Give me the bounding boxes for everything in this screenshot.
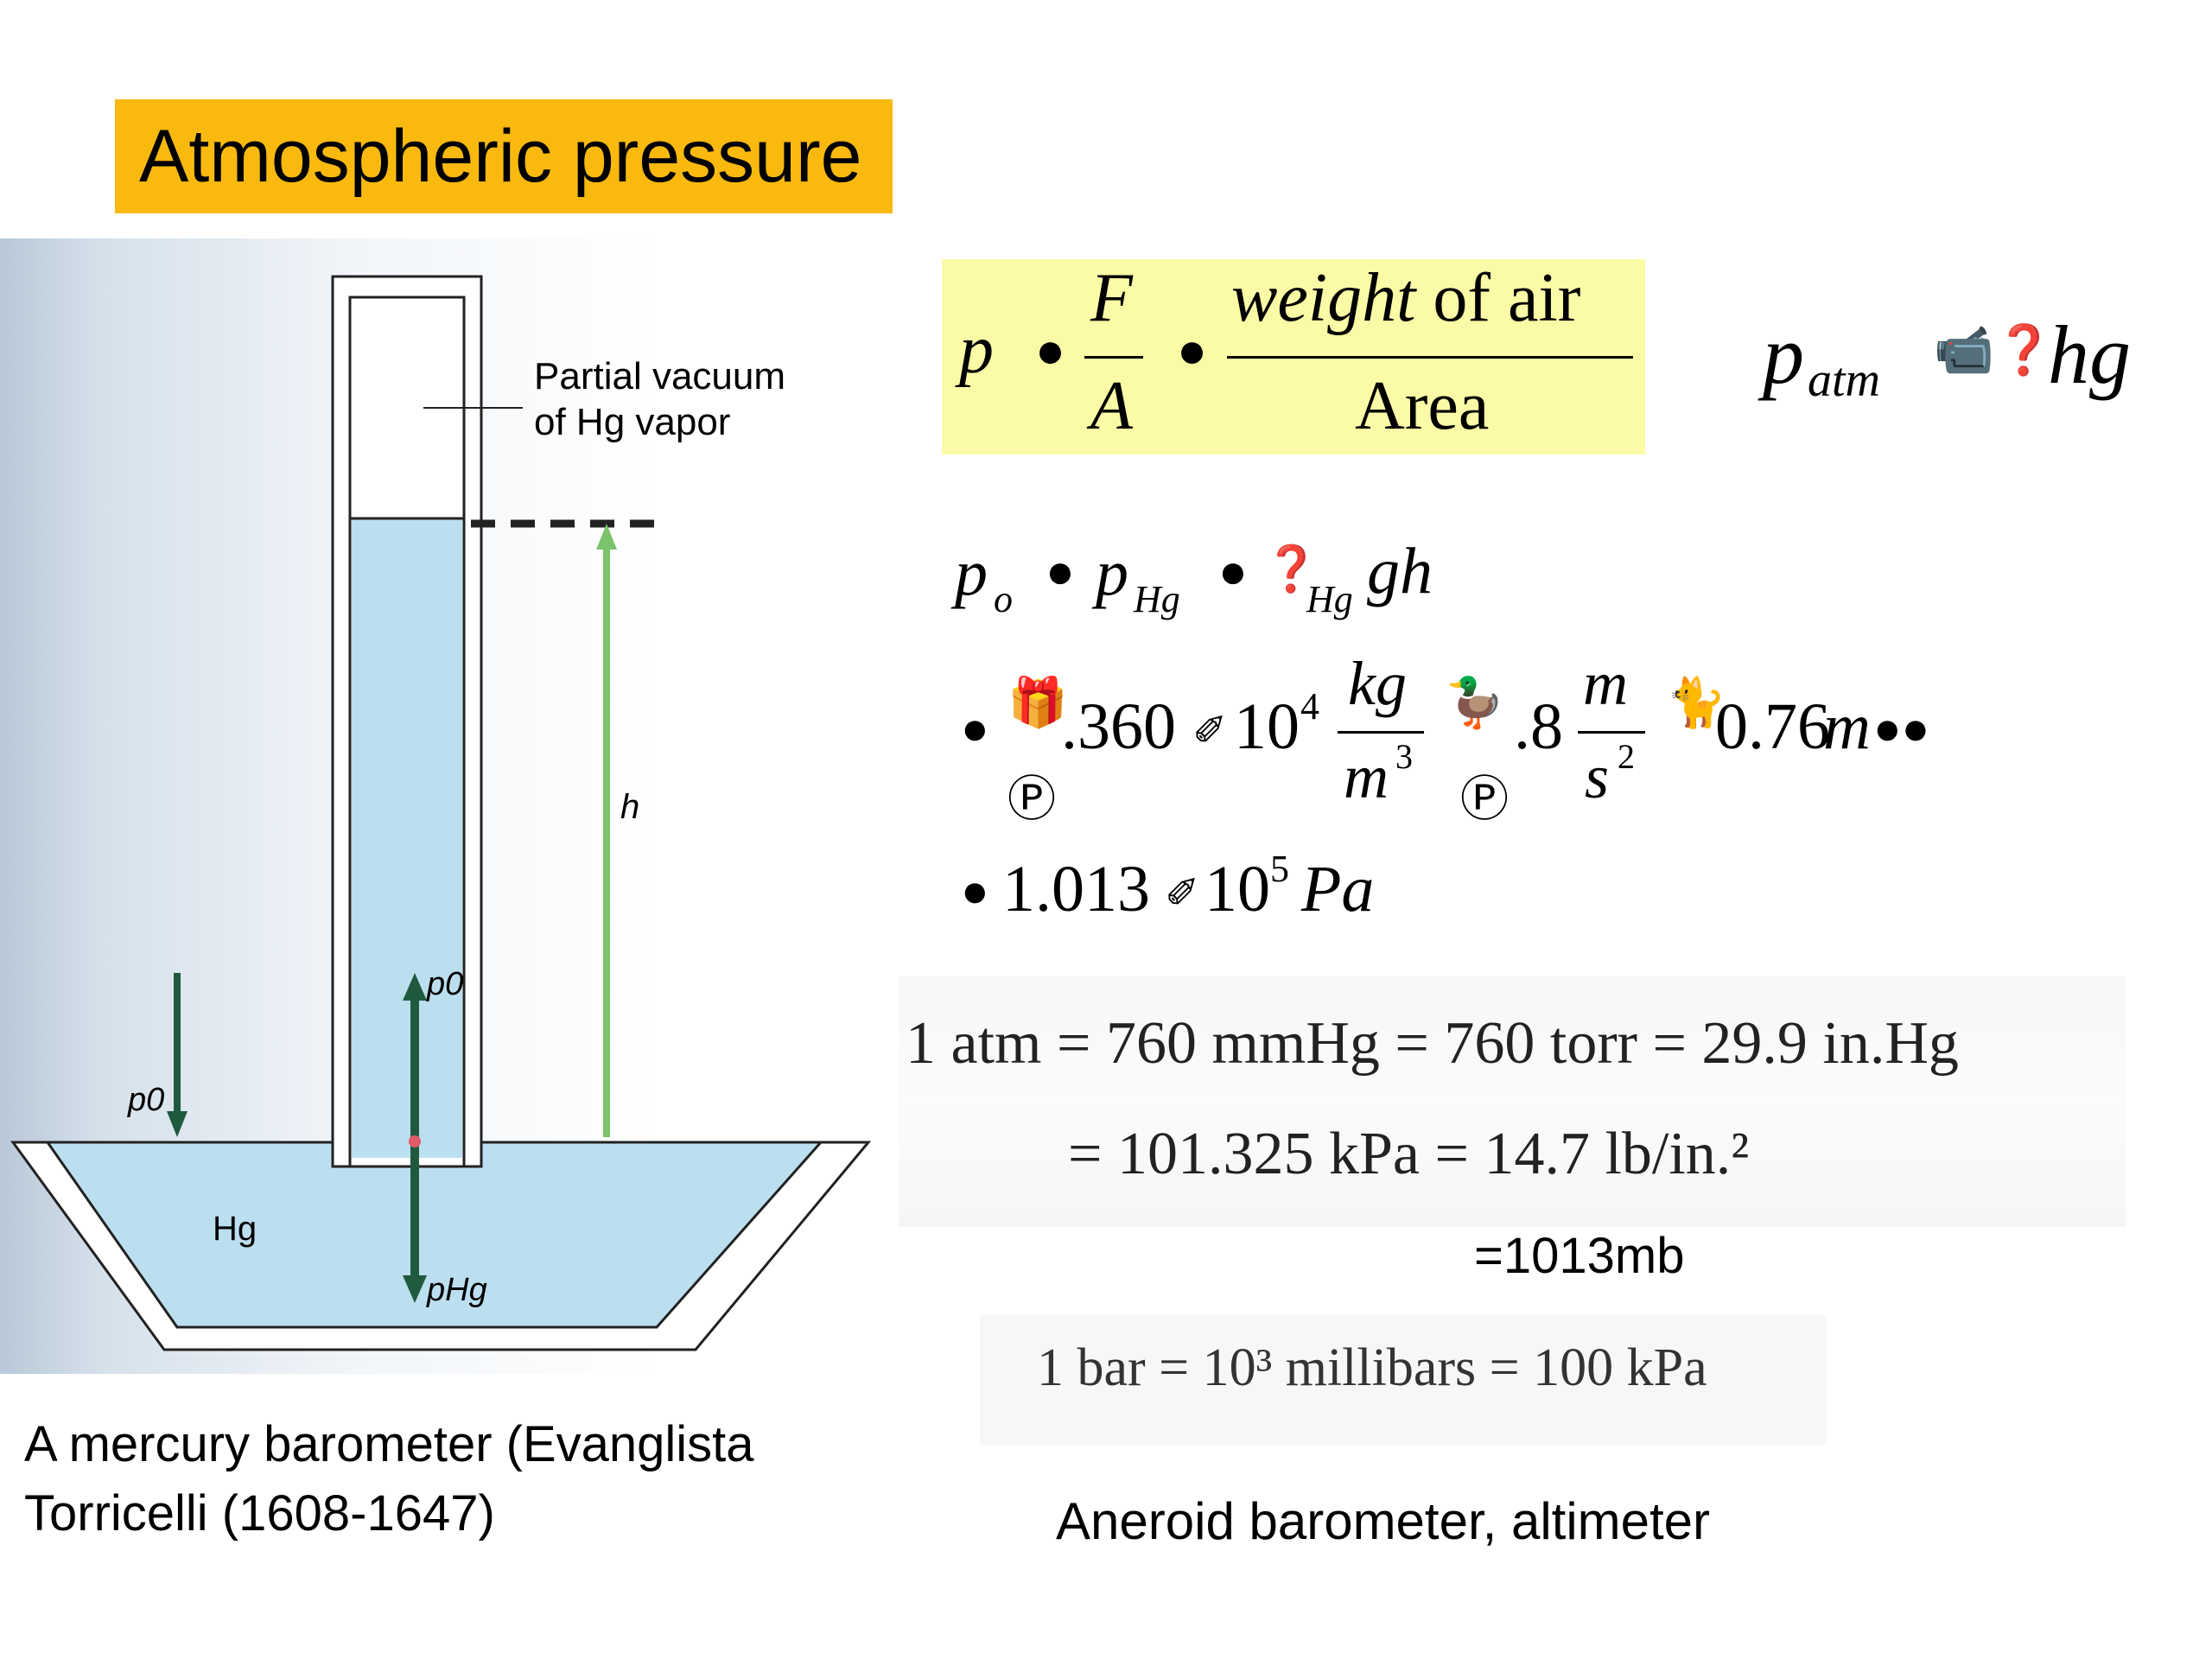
eq1-A: A <box>1090 368 1133 444</box>
eq3-exp2: 2 <box>1618 737 1635 776</box>
eq3-times: ✐ <box>1192 709 1228 754</box>
eq3-exp4: 4 <box>1300 685 1319 728</box>
eq3-m3: m <box>1823 690 1871 763</box>
eq3-m2: m <box>1583 649 1628 718</box>
vacuum-label-line1: Partial vacuum <box>534 355 786 397</box>
eq3-s: s <box>1585 742 1610 811</box>
aneroid-caption: Aneroid barometer, altimeter <box>1056 1492 1711 1550</box>
eq3-circle-p1: Ⓟ <box>1007 772 1056 826</box>
eq2-p2: p <box>1096 537 1128 609</box>
eq2-sym2: ● <box>1218 543 1248 598</box>
patm-p: p <box>1763 308 1804 401</box>
figure-caption-line2: Torricelli (1608-1647) <box>24 1485 495 1541</box>
bar-conversion-box <box>980 1315 1827 1445</box>
eq2-p: p <box>955 537 988 609</box>
p0-tube-label: p0 <box>427 966 464 1002</box>
eq1-sym2: ● <box>1177 322 1208 378</box>
patm-rhs: hg <box>2048 308 2131 401</box>
eq4-ten: 10 <box>1205 853 1270 925</box>
dish-mercury <box>45 1141 824 1329</box>
eq3-kg: kg <box>1348 649 1407 718</box>
slide-title: Atmospheric pressure <box>139 114 862 198</box>
eq4-unit: Pa <box>1301 853 1375 925</box>
eq1-den-area: Area <box>1355 368 1490 444</box>
eq3-exp3: 3 <box>1395 737 1413 776</box>
eq3-n1: .360 <box>1061 690 1176 763</box>
eq3-circle-p2: Ⓟ <box>1460 772 1509 826</box>
eq3-frac2-bar <box>1578 731 1645 734</box>
eq3-frac1-bar <box>1338 731 1424 734</box>
conversion-line1: 1 atm = 760 mmHg = 760 torr = 29.9 in.Hg <box>906 1010 1959 1077</box>
conversion-table <box>899 976 2126 1227</box>
eq4-times: ✐ <box>1165 871 1200 917</box>
vacuum-label-line2: of Hg vapor <box>534 401 731 443</box>
eq1-sym1: ● <box>1035 322 1066 378</box>
eq3-m: m <box>1344 742 1389 811</box>
p0-dish-label: p0 <box>128 1082 165 1118</box>
eq4-n: 1.013 <box>1002 853 1150 925</box>
barometer-figure: Partial vacuum of Hg vapor h p0 p0 pHg H… <box>0 238 883 1374</box>
hg-label: Hg <box>213 1210 257 1248</box>
eq1-fraction2-bar <box>1227 356 1633 359</box>
h-label: h <box>620 788 640 826</box>
eq2-sym1: ● <box>1046 543 1075 598</box>
eq1-numerator: weight of air <box>1231 259 1580 338</box>
eq3-lead: ● <box>961 702 989 754</box>
eq3-n3: 0.76 <box>1715 690 1830 763</box>
eq3-ten: 10 <box>1234 690 1300 763</box>
figure-caption-line1: A mercury barometer (Evanglista <box>24 1416 754 1472</box>
mercury-column <box>352 518 462 1158</box>
junction-dot <box>409 1135 421 1147</box>
eq3-glyph2: 🦆 <box>1445 675 1505 729</box>
eq2-glyph: ❓ <box>1263 544 1319 594</box>
patm-sub: atm <box>1808 353 1880 407</box>
eq3-glyph3: 🐈 <box>1666 675 1726 729</box>
eq1-num-weight: weight <box>1231 260 1416 336</box>
patm-glyphs: 📹❓ <box>1934 322 2055 377</box>
barometer-diagram <box>10 275 872 1351</box>
bar-conversion: 1 bar = 10³ millibars = 100 kPa <box>1037 1338 1707 1397</box>
eq1-fraction1-bar <box>1084 356 1143 359</box>
eq3-glyph1: 🎁 <box>1007 675 1068 729</box>
eq2-sub-o: o <box>994 578 1013 620</box>
phg-label: pHg <box>427 1272 487 1308</box>
eq4-exp5: 5 <box>1270 848 1289 890</box>
eq4-lead: ● <box>961 865 989 917</box>
conversion-line2: = 101.325 kPa = 14.7 lb/in.² <box>1068 1121 1750 1187</box>
eq2-sub-hg: Hg <box>1134 578 1180 620</box>
eq3-tail: ●● <box>1873 702 1930 754</box>
eq1-p: p <box>959 312 994 388</box>
eq2-sub-hg2: Hg <box>1306 578 1353 620</box>
eq1-num-ofair: of air <box>1415 260 1581 336</box>
eq1-F: F <box>1090 260 1133 336</box>
eq3-n2: .8 <box>1514 690 1563 763</box>
conversion-mb: =1013mb <box>1474 1228 1685 1284</box>
eq2-gh: gh <box>1367 535 1433 607</box>
title-banner: Atmospheric pressure <box>115 99 893 213</box>
